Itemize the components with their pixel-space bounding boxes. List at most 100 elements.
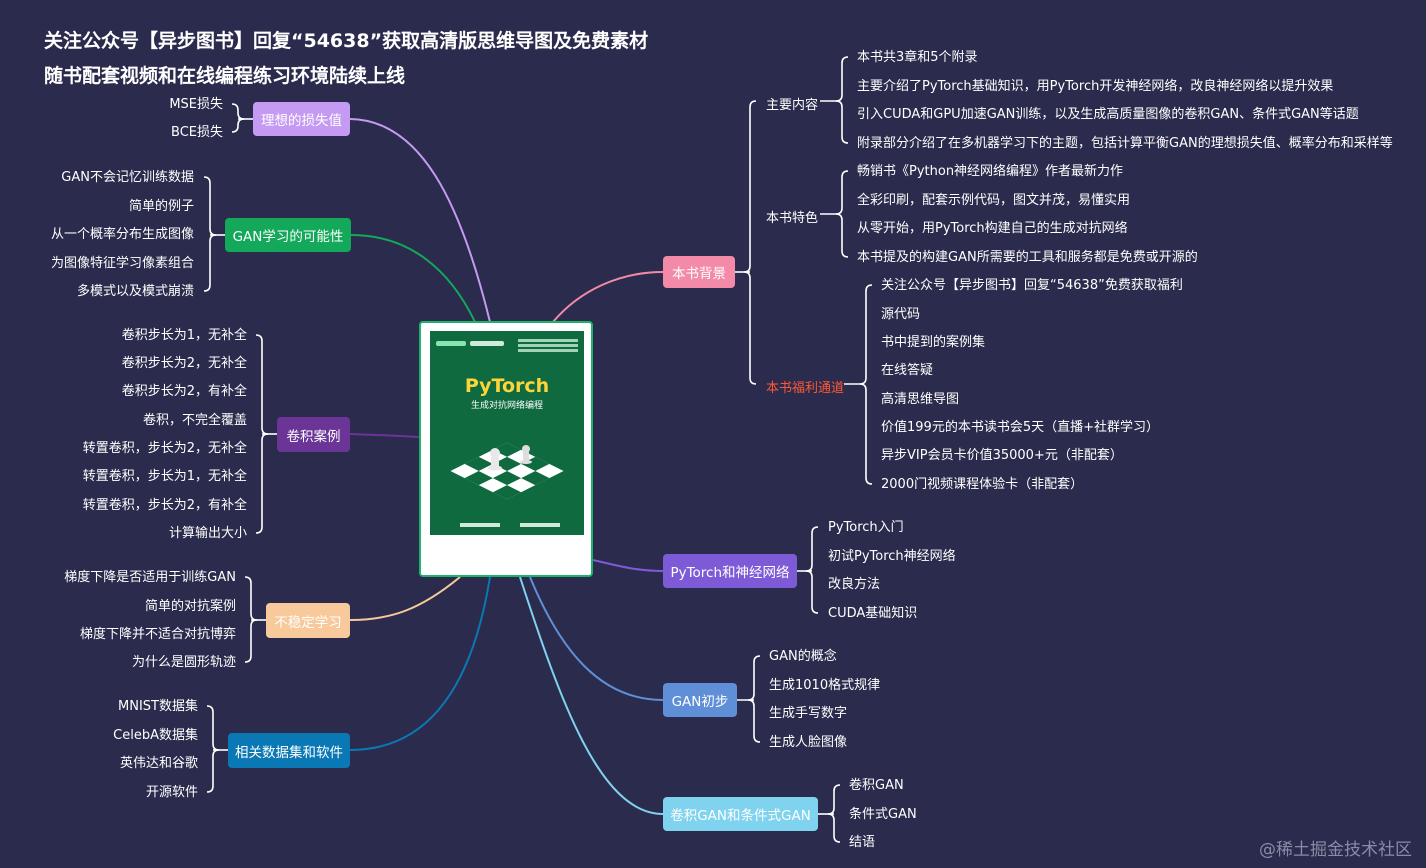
leaf-node[interactable]: 卷积步长为2，有补全 xyxy=(121,384,247,399)
bracket-possibility xyxy=(203,176,217,292)
bracket-book-background xyxy=(743,100,757,385)
edge-to-datasets xyxy=(349,576,491,751)
leaf-node[interactable]: 源代码 xyxy=(881,307,921,322)
leaf-node[interactable]: 为图像特征学习像素组合 xyxy=(50,256,194,271)
leaf-node[interactable]: 卷积步长为1，无补全 xyxy=(121,328,247,343)
branch-gan-possibility-label: GAN学习的可能性 xyxy=(232,229,344,245)
branch-datasets-software-label: 相关数据集和软件 xyxy=(235,744,343,761)
leaf-node[interactable]: MNIST数据集 xyxy=(118,699,198,714)
leaf-node[interactable]: 简单的对抗案例 xyxy=(144,599,236,614)
leaf-node[interactable]: 转置卷积，步长为1，无补全 xyxy=(82,469,247,484)
leaf-node[interactable]: GAN不会记忆训练数据 xyxy=(61,170,194,185)
leaf-node[interactable]: PyTorch入门 xyxy=(828,520,904,535)
leaf-node[interactable]: 多模式以及模式崩溃 xyxy=(76,284,194,299)
leaf-node[interactable]: 附录部分介绍了在多机器学习下的主题，包括计算平衡GAN的理想损失值、概率分布和采… xyxy=(857,136,1393,151)
leaf-node[interactable]: 在线答疑 xyxy=(881,363,934,378)
bracket-conv-cases xyxy=(255,334,269,534)
leaf-node[interactable]: 从零开始，用PyTorch构建自己的生成对抗网络 xyxy=(857,221,1128,236)
leaf-node[interactable]: 梯度下降并不适合对抗博弈 xyxy=(79,627,236,642)
branch-pytorch-nn-label: PyTorch和神经网络 xyxy=(670,565,790,581)
chessboard-illustration-icon xyxy=(450,442,564,500)
leaf-node[interactable]: 关注公众号【异步图书】回复“54638”免费获取福利 xyxy=(881,278,1183,293)
branch-gan-intro[interactable]: GAN初步 xyxy=(663,683,737,717)
sub-book-benefits[interactable]: 本书福利通道 xyxy=(766,381,845,396)
bracket-pytorch xyxy=(805,526,819,614)
branch-unstable-learning-label: 不稳定学习 xyxy=(274,614,342,631)
branch-datasets-software[interactable]: 相关数据集和软件 xyxy=(228,733,350,768)
leaf-node[interactable]: 改良方法 xyxy=(828,577,881,592)
header-line-2: 随书配套视频和在线编程练习环境陆续上线 xyxy=(44,65,406,87)
leaf-node[interactable]: 畅销书《Python神经网络编程》作者最新力作 xyxy=(857,164,1124,179)
leaf-node[interactable]: 生成1010格式规律 xyxy=(769,678,881,693)
leaf-node[interactable]: 引入CUDA和GPU加速GAN训练，以及生成高质量图像的卷积GAN、条件式GAN… xyxy=(857,107,1359,122)
branch-gan-possibility[interactable]: GAN学习的可能性 xyxy=(225,218,351,252)
leaf-node[interactable]: 价值199元的本书读书会5天（直播+社群学习） xyxy=(881,420,1159,435)
leaf-node[interactable]: 转置卷积，步长为2，无补全 xyxy=(82,441,247,456)
sub-main-content[interactable]: 主要内容 xyxy=(766,98,819,113)
book-subtitle: 生成对抗网络编程 xyxy=(470,401,543,411)
leaf-node[interactable]: 条件式GAN xyxy=(849,807,917,822)
edge-to-conv-gan xyxy=(519,576,664,815)
leaf-node[interactable]: 转置卷积，步长为2，有补全 xyxy=(82,498,247,513)
leaf-node[interactable]: 初试PyTorch神经网络 xyxy=(828,549,956,564)
leaf-node[interactable]: GAN的概念 xyxy=(769,649,837,664)
cover-blurb-line xyxy=(518,349,578,352)
branch-conv-cond-gan-label: 卷积GAN和条件式GAN xyxy=(670,808,811,824)
leaf-node[interactable]: BCE损失 xyxy=(171,125,223,140)
bracket-benefits xyxy=(859,284,873,485)
branch-conv-cases[interactable]: 卷积案例 xyxy=(277,417,350,452)
leaf-node[interactable]: 生成人脸图像 xyxy=(769,735,848,750)
edge-to-book-background xyxy=(552,271,664,323)
edge-to-ideal-loss xyxy=(349,118,491,323)
bracket-features xyxy=(835,170,849,258)
book-title: PyTorch xyxy=(464,375,550,397)
leaf-node[interactable]: 高清思维导图 xyxy=(881,392,960,407)
leaf-node[interactable]: 主要介绍了PyTorch基础知识，用PyTorch开发神经网络，改良神经网络以提… xyxy=(857,79,1334,94)
branch-unstable-learning[interactable]: 不稳定学习 xyxy=(266,603,350,638)
bracket-unstable xyxy=(244,576,258,663)
leaf-node[interactable]: 书中提到的案例集 xyxy=(881,335,986,350)
branch-conv-cases-label: 卷积案例 xyxy=(286,428,341,445)
leaf-node[interactable]: 结语 xyxy=(849,835,876,850)
edge-to-unstable xyxy=(349,576,461,621)
leaf-node[interactable]: 开源软件 xyxy=(145,785,198,800)
bracket-loss xyxy=(231,103,245,133)
leaf-node[interactable]: 计算输出大小 xyxy=(168,526,247,541)
leaf-node[interactable]: 本书提及的构建GAN所需要的工具和服务都是免费或开源的 xyxy=(857,250,1198,265)
book-cover-image: PyTorch 生成对抗网络编程 xyxy=(430,331,584,535)
leaf-node[interactable]: 卷积步长为2，无补全 xyxy=(121,356,247,371)
branch-ideal-loss[interactable]: 理想的损失值 xyxy=(253,102,350,136)
sub-book-features[interactable]: 本书特色 xyxy=(766,211,819,226)
edge-to-conv-cases xyxy=(349,433,420,438)
leaf-node[interactable]: 梯度下降是否适用于训练GAN xyxy=(64,570,236,585)
leaf-node[interactable]: 简单的例子 xyxy=(128,199,194,214)
leaf-node[interactable]: CelebA数据集 xyxy=(113,728,198,743)
leaf-node[interactable]: 从一个概率分布生成图像 xyxy=(50,227,194,242)
leaf-node[interactable]: 2000门视频课程体验卡（非配套） xyxy=(881,477,1084,492)
bracket-main-content xyxy=(835,56,849,144)
edge-to-gan-possibility xyxy=(350,234,476,323)
branch-book-background[interactable]: 本书背景 xyxy=(663,256,735,288)
branch-book-background-label: 本书背景 xyxy=(672,266,726,282)
bracket-datasets xyxy=(206,705,220,793)
leaf-node[interactable]: CUDA基础知识 xyxy=(828,606,918,621)
branch-conv-cond-gan[interactable]: 卷积GAN和条件式GAN xyxy=(663,797,818,831)
leaf-node[interactable]: 卷积，不完全覆盖 xyxy=(142,413,247,428)
branch-ideal-loss-label: 理想的损失值 xyxy=(261,113,342,129)
edge-to-pytorch xyxy=(592,559,664,572)
book-cover-card[interactable]: PyTorch 生成对抗网络编程 xyxy=(419,321,593,577)
publisher-logo-icon xyxy=(436,341,466,346)
leaf-node[interactable]: MSE损失 xyxy=(169,97,223,112)
leaf-node[interactable]: 异步VIP会员卡价值35000+元（非配套） xyxy=(881,448,1123,463)
branch-gan-intro-label: GAN初步 xyxy=(671,694,729,710)
leaf-node[interactable]: 本书共3章和5个附录 xyxy=(857,50,978,65)
edge-to-gan-intro xyxy=(529,576,664,701)
bracket-gan xyxy=(747,655,761,743)
leaf-node[interactable]: 全彩印刷，配套示例代码，图文并茂，易懂实用 xyxy=(857,193,1131,208)
branch-pytorch-nn[interactable]: PyTorch和神经网络 xyxy=(663,554,797,588)
leaf-node[interactable]: 卷积GAN xyxy=(849,778,904,793)
leaf-node[interactable]: 为什么是圆形轨迹 xyxy=(131,655,236,670)
leaf-node[interactable]: 生成手写数字 xyxy=(769,706,848,721)
leaf-node[interactable]: 英伟达和谷歌 xyxy=(119,756,198,771)
